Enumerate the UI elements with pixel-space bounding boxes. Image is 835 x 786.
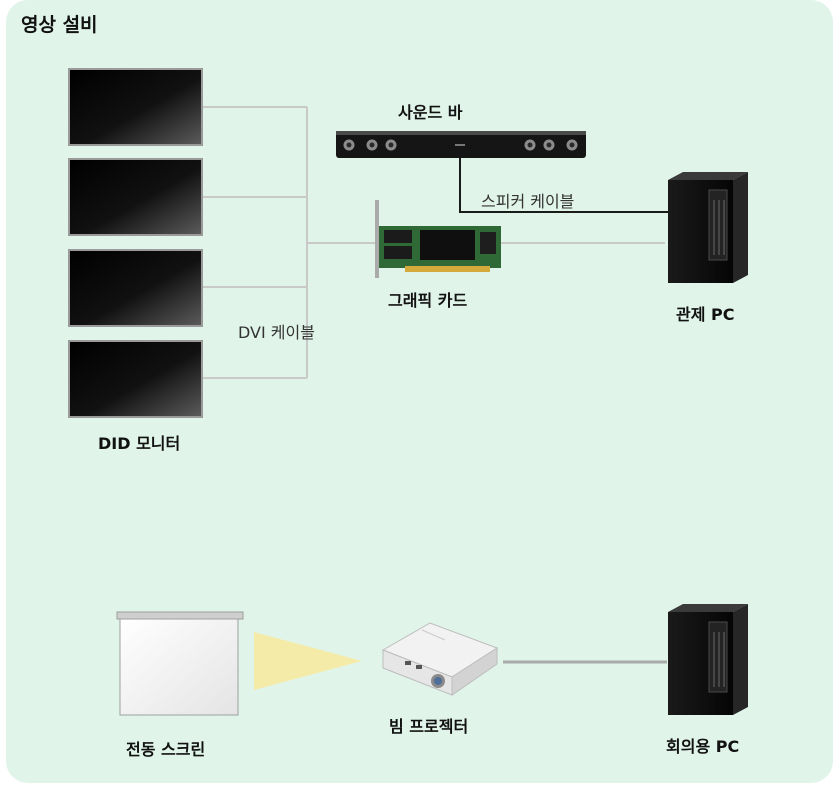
sound-bar-label: 사운드 바: [398, 103, 463, 122]
speaker-cable-label: 스피커 케이블: [481, 192, 575, 211]
did-monitor-2: [68, 158, 203, 236]
control-pc: [668, 172, 748, 283]
did-monitor-4: [68, 340, 203, 418]
diagram-title: 영상 설비: [21, 14, 98, 36]
dvi-cable-lines: [203, 106, 665, 379]
did-monitor-3: [68, 249, 203, 327]
did-monitor-1: [68, 68, 203, 146]
sound-bar: [336, 131, 586, 158]
graphics-card: [375, 200, 501, 278]
beam-projector: [381, 622, 499, 696]
projection-beam: [254, 632, 362, 690]
meeting-pc-label: 회의용 PC: [666, 737, 740, 756]
dvi-cable-label: DVI 케이블: [238, 323, 315, 342]
graphics-card-label: 그래픽 카드: [388, 291, 468, 310]
did-monitor-label: DID 모니터: [98, 434, 181, 453]
projector-label: 빔 프로젝터: [389, 717, 469, 736]
meeting-pc: [668, 604, 748, 715]
control-pc-label: 관제 PC: [676, 305, 735, 324]
speaker-cable-line: [459, 158, 668, 213]
electric-screen: [116, 611, 244, 716]
screen-label: 전동 스크린: [126, 740, 206, 759]
